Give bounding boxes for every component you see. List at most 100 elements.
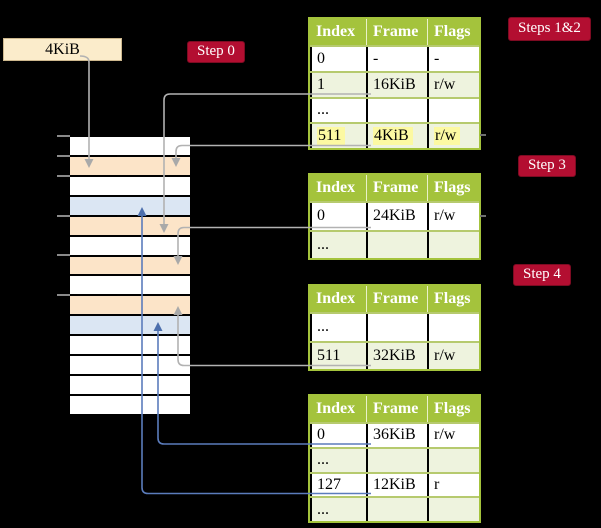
ruler-tick: [57, 215, 70, 217]
page-table-level3: Index Frame Flags ... 511 32KiB r/w: [308, 284, 481, 371]
column-header-frame: Frame: [366, 286, 427, 312]
cell-flags: [427, 448, 479, 472]
step-label-0: Step 0: [187, 41, 245, 63]
cell-frame: 36KiB: [366, 424, 427, 447]
memory-frame-row-white: [70, 274, 190, 295]
step-label-1-2: Steps 1&2: [508, 17, 591, 41]
table-header-row: Index Frame Flags: [310, 286, 479, 312]
ruler-tick: [57, 135, 70, 137]
cell-frame: 32KiB: [366, 342, 427, 369]
row-pointer-dash: [480, 134, 486, 136]
cell-frame: [366, 448, 427, 472]
highlighted-value: 511: [317, 127, 346, 146]
cell-index: 511: [310, 124, 366, 148]
column-header-flags: Flags: [427, 19, 479, 45]
cell-frame: [366, 98, 427, 123]
cell-index: ...: [310, 314, 366, 341]
cell-flags: -: [427, 47, 479, 71]
cell-frame: 12KiB: [366, 473, 427, 497]
cell-flags: r/w: [427, 72, 479, 97]
table-header-row: Index Frame Flags: [310, 396, 479, 422]
cell-flags: [427, 231, 479, 258]
page-table-level2: Index Frame Flags 0 24KiB r/w ...: [308, 173, 481, 260]
memory-frame-row-white: [70, 374, 190, 394]
memory-frame-row-wheat: [70, 214, 190, 235]
cell-index: 0: [310, 424, 366, 447]
table-row: 0 24KiB r/w: [310, 201, 479, 230]
memory-frame-row-white: [70, 334, 190, 355]
memory-frame-row-blue: [70, 194, 190, 215]
frame-size-label-box: 4KiB: [3, 38, 122, 61]
cell-index: 127: [310, 473, 366, 497]
cell-flags: r/w: [427, 203, 479, 230]
memory-frame-row-white: [70, 137, 190, 155]
column-header-frame: Frame: [366, 175, 427, 201]
cell-index: ...: [310, 98, 366, 123]
memory-frame-row-wheat: [70, 154, 190, 175]
ruler-tick: [57, 175, 70, 177]
table-header-row: Index Frame Flags: [310, 175, 479, 201]
ruler-tick: [57, 155, 70, 157]
memory-frame-row-blue: [70, 314, 190, 335]
ruler-tick: [57, 254, 70, 256]
table-row-ellipsis: ...: [310, 96, 479, 123]
cell-flags: r/w: [427, 424, 479, 447]
ruler-tick: [57, 294, 70, 296]
step-label-3: Step 3: [518, 155, 576, 177]
highlighted-value: r/w: [434, 127, 461, 146]
cell-flags: [427, 314, 479, 341]
cell-flags: r/w: [427, 342, 479, 369]
column-header-index: Index: [316, 179, 356, 196]
cell-index: 0: [310, 203, 366, 230]
table-row: 511 32KiB r/w: [310, 340, 479, 369]
table-row-ellipsis: ...: [310, 312, 479, 341]
cell-flags: [427, 98, 479, 123]
step-label-4: Step 4: [513, 264, 571, 286]
table-row-highlighted: 511 4KiB r/w: [310, 122, 479, 148]
cell-flags: [427, 498, 479, 521]
cell-index: ...: [310, 448, 366, 472]
table-header-row: Index Frame Flags: [310, 19, 479, 45]
column-header-index: Index: [316, 400, 356, 417]
cell-frame: 24KiB: [366, 203, 427, 230]
cell-frame: [366, 498, 427, 521]
cell-index: ...: [310, 498, 366, 521]
table-row: 1 16KiB r/w: [310, 70, 479, 97]
table-row: 0 - -: [310, 45, 479, 71]
memory-frame-row-white: [70, 393, 190, 414]
cell-index: 511: [310, 342, 366, 369]
page-table-level1: Index Frame Flags 0 - - 1 16KiB r/w ... …: [308, 17, 481, 150]
table-row: 127 12KiB r: [310, 471, 479, 497]
cell-frame: [366, 231, 427, 258]
cell-frame: [366, 314, 427, 341]
column-header-index: Index: [316, 23, 356, 40]
table-row-ellipsis: ...: [310, 446, 479, 472]
memory-frame-row-white: [70, 354, 190, 375]
cell-frame: -: [366, 47, 427, 71]
cell-flags: r/w: [427, 124, 479, 148]
memory-frame-row-white: [70, 234, 190, 255]
memory-frame-row-wheat: [70, 294, 190, 315]
cell-index: ...: [310, 231, 366, 258]
table-row: 0 36KiB r/w: [310, 422, 479, 447]
cell-index: 1: [310, 72, 366, 97]
column-header-frame: Frame: [366, 19, 427, 45]
column-header-frame: Frame: [366, 396, 427, 422]
memory-frame-row-wheat: [70, 254, 190, 275]
column-header-flags: Flags: [427, 286, 479, 312]
table-row-ellipsis: ...: [310, 496, 479, 521]
column-header-flags: Flags: [427, 175, 479, 201]
page-table-level4: Index Frame Flags 0 36KiB r/w ... 127 12…: [308, 394, 481, 523]
cell-frame: 4KiB: [366, 124, 427, 148]
row-pointer-dash: [480, 215, 486, 217]
cell-index: 0: [310, 47, 366, 71]
highlighted-value: 4KiB: [373, 127, 413, 146]
frame-size-label: 4KiB: [45, 40, 80, 58]
table-row-ellipsis: ...: [310, 229, 479, 258]
column-header-flags: Flags: [427, 396, 479, 422]
cell-flags: r: [427, 473, 479, 497]
cell-frame: 16KiB: [366, 72, 427, 97]
memory-strip: [70, 137, 190, 414]
column-header-index: Index: [316, 290, 356, 307]
